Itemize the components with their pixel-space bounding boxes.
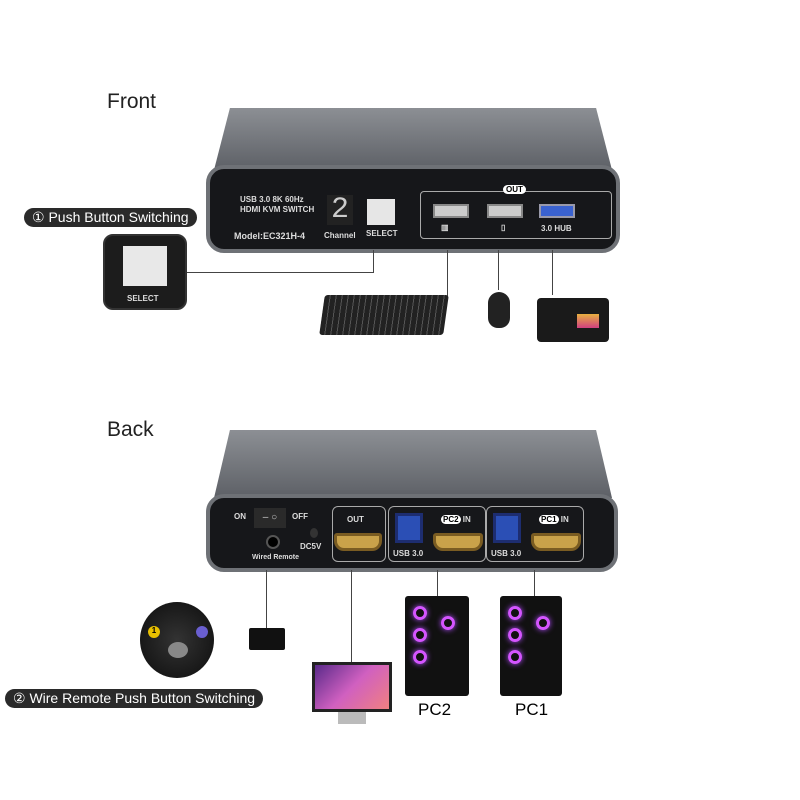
front-panel: USB 3.0 8K 60Hz HDMI KVM SWITCH Model:EC… <box>206 165 620 253</box>
back-title: Back <box>107 418 154 441</box>
back-panel: ON – ○ OFF Wired Remote DC5V OUT USB 3.0… <box>206 494 618 572</box>
pc1-tower-icon <box>500 596 562 696</box>
select-large-label: SELECT <box>127 294 159 303</box>
channel-display: 2 <box>327 195 353 225</box>
power-switch[interactable]: – ○ <box>254 508 286 528</box>
select-zoom: SELECT <box>103 234 187 310</box>
out-label-back: OUT <box>347 515 364 524</box>
usb-b-pc1-port[interactable] <box>493 513 521 543</box>
remote-jack[interactable] <box>266 535 280 549</box>
dc-jack[interactable] <box>310 528 318 538</box>
pc2-in-badge: PC2 <box>441 515 461 524</box>
in-label: IN <box>560 515 569 524</box>
pc1-in-badge: PC1 <box>539 515 559 524</box>
mouse-image <box>488 292 510 328</box>
printer-icon <box>537 298 609 342</box>
in-label: IN <box>462 515 471 524</box>
on-label: ON <box>234 512 246 521</box>
remote-led-1: 1 <box>148 626 160 638</box>
monitor-icon <box>312 662 392 712</box>
remote-button[interactable] <box>168 642 188 658</box>
device-top-back <box>214 430 612 498</box>
usb-mouse-port[interactable] <box>487 204 523 218</box>
pc1-group: USB 3.0 PC1 IN <box>486 506 584 562</box>
out-group-back: OUT <box>332 506 386 562</box>
select-label: SELECT <box>366 229 398 238</box>
remote-box <box>249 628 285 650</box>
out-label: OUT <box>503 185 526 194</box>
hdmi-pc2-port[interactable] <box>433 533 483 551</box>
select-button[interactable] <box>367 199 395 225</box>
push-button-callout: ① Push Button Switching <box>24 208 197 227</box>
monitor-stand <box>338 712 366 724</box>
out-group: OUT ▥ ▯ 3.0 HUB <box>420 185 612 239</box>
brand-line: HDMI KVM SWITCH <box>240 205 315 214</box>
remote-label: Wired Remote <box>252 554 300 561</box>
usb-label: USB 3.0 <box>491 549 522 558</box>
off-label: OFF <box>292 512 308 521</box>
wire-remote-callout: ② Wire Remote Push Button Switching <box>5 689 264 708</box>
badge: 8K <box>272 195 283 204</box>
usb-hub-port[interactable] <box>539 204 575 218</box>
hdmi-out-port[interactable] <box>334 533 382 551</box>
model-label: Model:EC321H-4 <box>234 231 306 241</box>
dc-label: DC5V <box>300 542 322 551</box>
pc2-tower-icon <box>405 596 469 696</box>
pc2-label: PC2 <box>418 700 452 719</box>
hdmi-pc1-port[interactable] <box>531 533 581 551</box>
device-top <box>214 108 612 170</box>
mouse-icon: ▯ <box>501 223 506 232</box>
front-title: Front <box>107 90 157 113</box>
keyboard-icon <box>319 295 449 335</box>
wired-remote: 1 <box>140 602 214 678</box>
hub-label: 3.0 HUB <box>541 224 572 233</box>
pc2-group: USB 3.0 PC2 IN <box>388 506 486 562</box>
usb-label: USB 3.0 <box>393 549 424 558</box>
pc1-label: PC1 <box>515 700 549 719</box>
badge: USB 3.0 <box>240 195 271 204</box>
badge: 60Hz <box>284 195 304 204</box>
remote-led-2 <box>196 626 208 638</box>
channel-label: Channel <box>324 231 356 240</box>
usb-keyboard-port[interactable] <box>433 204 469 218</box>
select-button-large <box>123 246 167 286</box>
usb-b-pc2-port[interactable] <box>395 513 423 543</box>
